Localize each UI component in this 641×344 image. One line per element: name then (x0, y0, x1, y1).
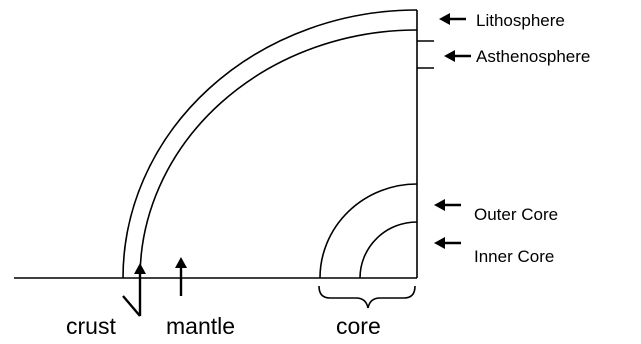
core-brace (319, 286, 415, 308)
crust-arrow (123, 263, 146, 316)
mantle-arrow (175, 257, 187, 296)
crust-label: crust (66, 313, 116, 339)
lithosphere-label: Lithosphere (476, 11, 565, 30)
outer-core-arc (320, 184, 417, 278)
inner-core-arc (360, 222, 417, 278)
inner-core-arrow (434, 237, 461, 249)
core-label: core (336, 313, 381, 339)
mantle-label: mantle (166, 313, 235, 339)
asthenosphere-label: Asthenosphere (476, 47, 590, 66)
asthenosphere-arrow (444, 50, 471, 62)
inner-core-label: Inner Core (474, 247, 554, 266)
lithosphere-arrow (439, 13, 466, 25)
outer-core-arrow (434, 199, 461, 211)
crust-outer-arc (123, 10, 417, 278)
outer-core-label: Outer Core (474, 205, 558, 224)
